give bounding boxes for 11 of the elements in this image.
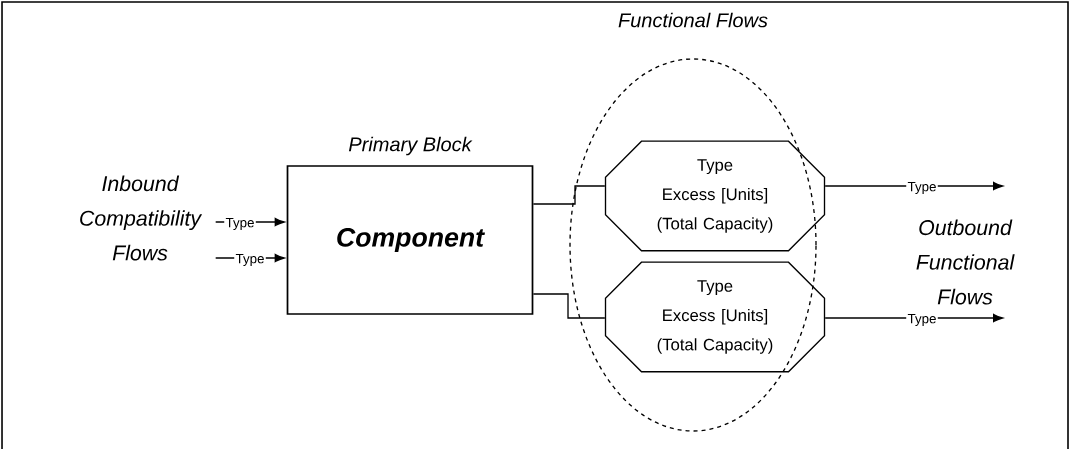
edge-label: Type xyxy=(224,216,256,232)
edge-label: Type xyxy=(906,312,938,328)
edge-label: Type xyxy=(234,252,266,268)
octagon-box: Type Excess [Units] (Total Capacity) xyxy=(604,261,826,373)
flow-label: Outbound Functional Flows xyxy=(916,219,1015,305)
component-box: Component xyxy=(286,165,534,315)
edge-label: Type xyxy=(906,180,938,196)
flow-label: Inbound Compatibility Flows xyxy=(80,175,203,261)
group-heading: Functional Flows xyxy=(618,12,768,28)
octagon-box: Type Excess [Units] (Total Capacity) xyxy=(604,140,826,252)
block-heading: Primary Block xyxy=(348,136,473,156)
